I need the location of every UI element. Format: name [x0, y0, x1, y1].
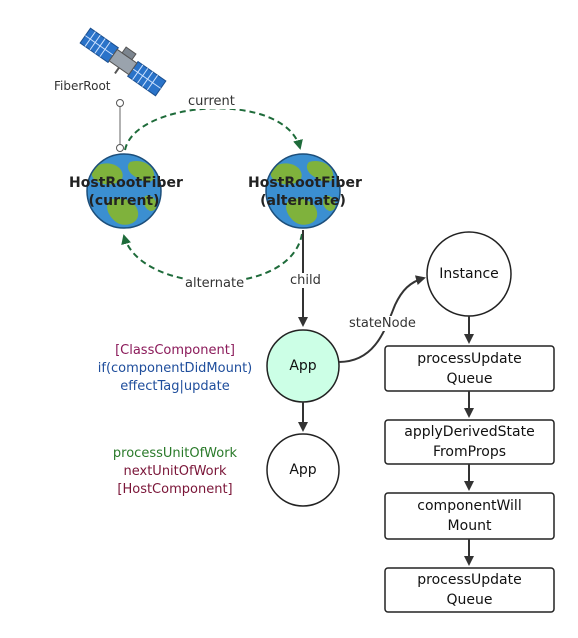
- step1-line2: Queue: [446, 371, 493, 387]
- step3-line2: Mount: [447, 518, 492, 534]
- step4-label: processUpdate Queue: [385, 570, 554, 610]
- step3-line1: componentWill: [417, 498, 522, 514]
- process-unit-of-work: processUnitOfWork: [112, 446, 238, 461]
- effect-tag-update: effectTag|update: [120, 379, 230, 394]
- current-edge: [124, 107, 303, 151]
- globe-alternate-icon: [265, 153, 341, 229]
- app-class-label: App: [289, 358, 317, 374]
- next-unit-of-work: nextUnitOfWork: [123, 464, 227, 479]
- step2-label: applyDerivedState FromProps: [385, 422, 554, 462]
- host-root-fiber-alternate-label: HostRootFiber (alternate): [248, 174, 362, 210]
- host-root-fiber-current-title: HostRootFiber: [69, 175, 183, 191]
- instance-label: Instance: [439, 266, 499, 282]
- statenode-edge-label: stateNode: [347, 316, 418, 331]
- step4-line1: processUpdate: [417, 572, 522, 588]
- satellite-icon: [79, 27, 167, 97]
- current-edge-label: current: [186, 94, 237, 109]
- fiberroot-pin-top: [116, 99, 124, 107]
- host-component-tag: [HostComponent]: [117, 482, 233, 497]
- host-component-annotation: processUnitOfWork nextUnitOfWork [HostCo…: [80, 445, 270, 499]
- fiberroot-pin-bottom: [116, 144, 124, 152]
- step4-line2: Queue: [446, 592, 493, 608]
- step3-label: componentWill Mount: [385, 496, 554, 536]
- fiberroot-label: FiberRoot: [54, 79, 111, 93]
- class-component-tag: [ClassComponent]: [115, 343, 235, 358]
- app-host-node[interactable]: [266, 433, 340, 507]
- host-root-fiber-alternate-subtitle: (alternate): [260, 193, 346, 209]
- step2-line2: FromProps: [432, 444, 507, 460]
- alternate-edge-label: alternate: [183, 276, 247, 291]
- step1-label: processUpdate Queue: [385, 349, 554, 389]
- host-root-fiber-alternate-title: HostRootFiber: [248, 175, 362, 191]
- child-edge-label: child: [288, 273, 323, 288]
- alternate-edge: [121, 233, 303, 283]
- host-root-fiber-current-label: HostRootFiber (current): [69, 174, 183, 210]
- component-did-mount-check: if(componentDidMount): [97, 361, 253, 376]
- step2-line1: applyDerivedState: [404, 424, 535, 440]
- step4-box[interactable]: [384, 567, 555, 613]
- statenode-edge: [338, 275, 426, 363]
- step1-line1: processUpdate: [417, 351, 522, 367]
- class-component-annotation: [ClassComponent] if(componentDidMount) e…: [80, 342, 270, 396]
- globe-current-icon: [86, 153, 162, 229]
- host-root-fiber-current-subtitle: (current): [88, 193, 160, 209]
- app-host-label: App: [289, 462, 317, 478]
